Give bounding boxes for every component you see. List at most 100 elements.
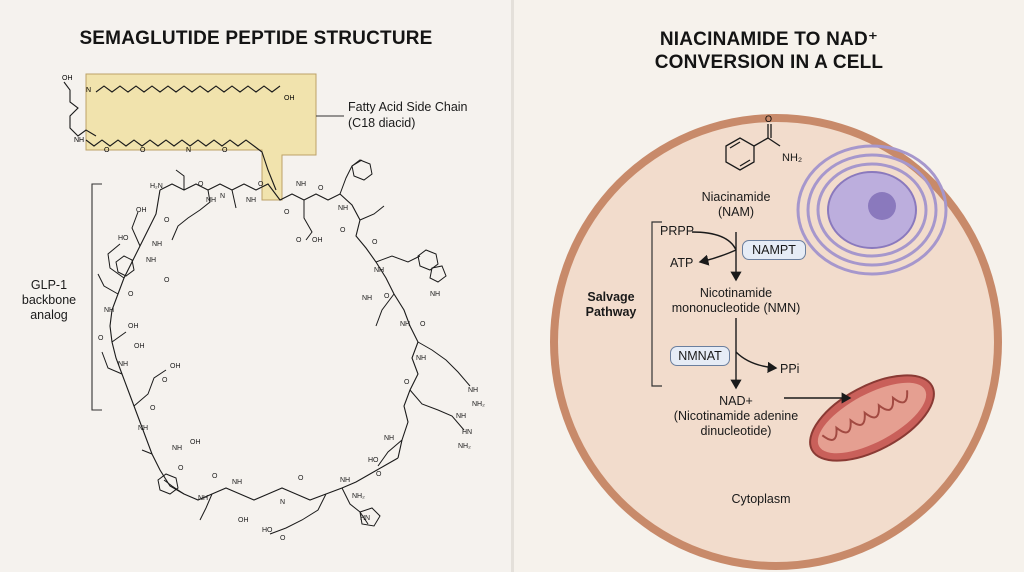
niacinamide-label-line2: (NAM) xyxy=(717,205,755,219)
svg-text:NH: NH xyxy=(152,241,162,248)
svg-text:O: O xyxy=(212,473,218,480)
backbone-label-line3: analog xyxy=(30,308,68,322)
svg-text:O: O xyxy=(140,147,146,154)
svg-text:O: O xyxy=(298,475,304,482)
svg-text:NH: NH xyxy=(468,387,478,394)
svg-text:O: O xyxy=(258,181,264,188)
svg-text:O: O xyxy=(376,471,382,478)
svg-text:O: O xyxy=(164,277,170,284)
backbone-label-line1: GLP-1 xyxy=(30,278,68,292)
svg-text:NH: NH xyxy=(340,477,350,484)
svg-text:NH: NH xyxy=(172,445,182,452)
amide-group-label: NH₂ xyxy=(782,152,803,164)
svg-text:NH: NH xyxy=(338,205,348,212)
atp-arrow xyxy=(698,249,737,266)
svg-text:NH: NH xyxy=(232,479,242,486)
nampt-enzyme-pill: NAMPT xyxy=(742,240,806,260)
peptide-backbone xyxy=(109,183,419,501)
mitochondrion xyxy=(809,374,935,462)
svg-text:HO: HO xyxy=(262,527,273,534)
svg-text:N: N xyxy=(186,147,191,154)
niacinamide-title-line2: CONVERSION IN A CELL xyxy=(654,52,884,73)
atp-label: ATP xyxy=(670,256,694,270)
svg-text:NH: NH xyxy=(118,361,128,368)
nad-label-line1: NAD+ xyxy=(719,394,753,408)
nmnat-enzyme-pill: NMNAT xyxy=(670,346,730,366)
backbone-label-line2: backbone xyxy=(21,293,77,307)
svg-text:NH: NH xyxy=(104,307,114,314)
ppi-label: PPi xyxy=(780,362,800,376)
semaglutide-structure-diagram: OH OH N NH O O N O xyxy=(62,73,485,542)
cell-diagram: O xyxy=(550,114,1002,570)
svg-text:NH: NH xyxy=(430,291,440,298)
svg-text:OH: OH xyxy=(284,95,295,102)
prpp-arrow xyxy=(691,231,737,251)
svg-text:NH: NH xyxy=(456,413,466,420)
svg-text:NH₂: NH₂ xyxy=(472,401,485,408)
svg-text:OH: OH xyxy=(190,439,201,446)
nad-label-line3: dinucleotide) xyxy=(700,424,772,438)
svg-text:NH: NH xyxy=(362,295,372,302)
svg-text:NH: NH xyxy=(374,267,384,274)
svg-text:NH₂: NH₂ xyxy=(458,443,471,450)
nmn-label-line1: Nicotinamide xyxy=(699,286,773,300)
niacinamide-molecule xyxy=(725,124,781,171)
svg-text:O: O xyxy=(404,379,410,386)
niacinamide-title: NIACINAMIDE TO NAD⁺ CONVERSION IN A CELL xyxy=(514,28,1024,74)
svg-text:O: O xyxy=(318,185,324,192)
svg-text:O: O xyxy=(198,181,204,188)
svg-text:O: O xyxy=(280,535,286,542)
svg-text:O: O xyxy=(178,465,184,472)
svg-text:O: O xyxy=(98,335,104,342)
nucleolus xyxy=(868,192,896,220)
svg-text:N: N xyxy=(86,87,91,94)
svg-text:N: N xyxy=(280,499,285,506)
svg-text:O: O xyxy=(104,147,110,154)
svg-text:O: O xyxy=(765,114,772,124)
svg-text:HO: HO xyxy=(368,457,379,464)
backbone-bracket xyxy=(91,183,102,411)
svg-text:HO: HO xyxy=(118,235,129,242)
svg-text:OH: OH xyxy=(128,323,139,330)
svg-text:O: O xyxy=(162,377,168,384)
svg-text:NH: NH xyxy=(146,257,156,264)
svg-text:N: N xyxy=(220,193,225,200)
fatty-acid-highlight xyxy=(85,73,317,201)
niacinamide-title-line1: NIACINAMIDE TO NAD⁺ xyxy=(659,29,879,50)
ppi-arrow xyxy=(735,351,778,373)
svg-text:NH: NH xyxy=(400,321,410,328)
semaglutide-panel: SEMAGLUTIDE PEPTIDE STRUCTURE OH OH N NH… xyxy=(0,0,512,572)
svg-text:NH: NH xyxy=(206,197,216,204)
svg-text:NH: NH xyxy=(384,435,394,442)
svg-text:OH: OH xyxy=(238,517,249,524)
salvage-pathway-label-line2: Pathway xyxy=(585,305,637,319)
fatty-acid-label-line1: Fatty Acid Side Chain xyxy=(348,100,468,114)
cytoplasm-label: Cytoplasm xyxy=(731,492,791,506)
svg-text:O: O xyxy=(340,227,346,234)
svg-text:O: O xyxy=(284,209,290,216)
svg-text:NH: NH xyxy=(296,181,306,188)
nad-label-line2: (Nicotinamide adenine xyxy=(673,409,799,423)
svg-text:O: O xyxy=(164,217,170,224)
niacinamide-panel: NIACINAMIDE TO NAD⁺ CONVERSION IN A CELL xyxy=(514,0,1024,572)
fatty-acid-chain xyxy=(95,85,281,93)
svg-text:HN: HN xyxy=(462,429,472,436)
fatty-acid-label-line2: (C18 diacid) xyxy=(348,116,416,130)
niacinamide-label-line1: Niacinamide xyxy=(701,190,771,204)
svg-text:NH: NH xyxy=(74,137,84,144)
svg-text:HN: HN xyxy=(360,515,370,522)
svg-text:O: O xyxy=(420,321,426,328)
svg-text:NH₂: NH₂ xyxy=(352,493,365,500)
svg-text:H₂N: H₂N xyxy=(150,183,163,190)
svg-text:OH: OH xyxy=(312,237,323,244)
svg-text:NH: NH xyxy=(246,197,256,204)
svg-text:O: O xyxy=(222,147,228,154)
svg-text:NH: NH xyxy=(138,425,148,432)
prpp-label: PRPP xyxy=(660,224,695,238)
salvage-pathway-label-line1: Salvage xyxy=(587,290,635,304)
svg-text:OH: OH xyxy=(170,363,181,370)
svg-text:OH: OH xyxy=(134,343,145,350)
svg-text:NH: NH xyxy=(198,495,208,502)
svg-text:NH: NH xyxy=(416,355,426,362)
nucleus-group xyxy=(796,144,948,276)
